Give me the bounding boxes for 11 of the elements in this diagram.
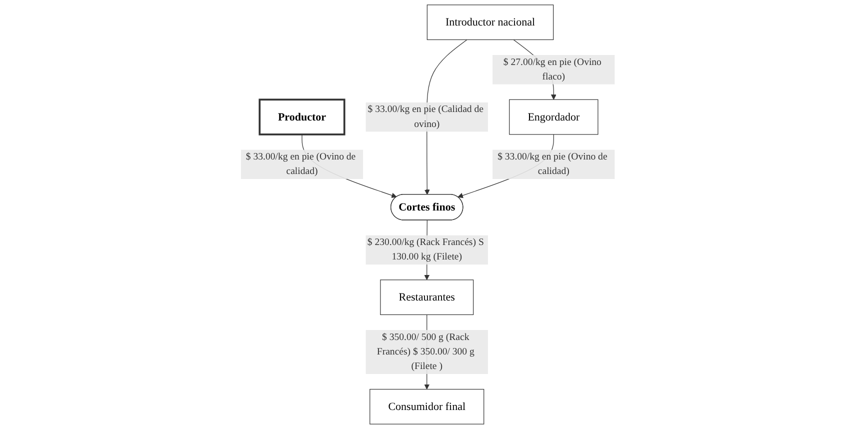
edge-label: $ 230.00/kg (Rack Francés) S 130.00 kg (Filete) [368, 237, 484, 262]
node-box: Introductor nacional [427, 4, 554, 40]
edge-label: $ 33.00/kg en pie (Ovino de calidad) [498, 152, 608, 177]
node-box: Productor [258, 98, 346, 136]
node-box: Consumidor final [370, 388, 484, 424]
edge-label: $ 33.00/kg en pie (Calidad de ovino) [368, 104, 484, 130]
node-box: Engordador [509, 99, 598, 135]
edge-label: $ 33.00/kg en pie (Ovino de calidad) [246, 152, 356, 177]
edge-label: $ 27.00/kg en pie (Ovino flaco) [504, 56, 602, 82]
node-box: Restaurantes [380, 280, 474, 316]
edge-label: $ 350.00/ 500 g (Rack Francés) $ 350.00/ 300 g (Filete ) [377, 332, 475, 372]
